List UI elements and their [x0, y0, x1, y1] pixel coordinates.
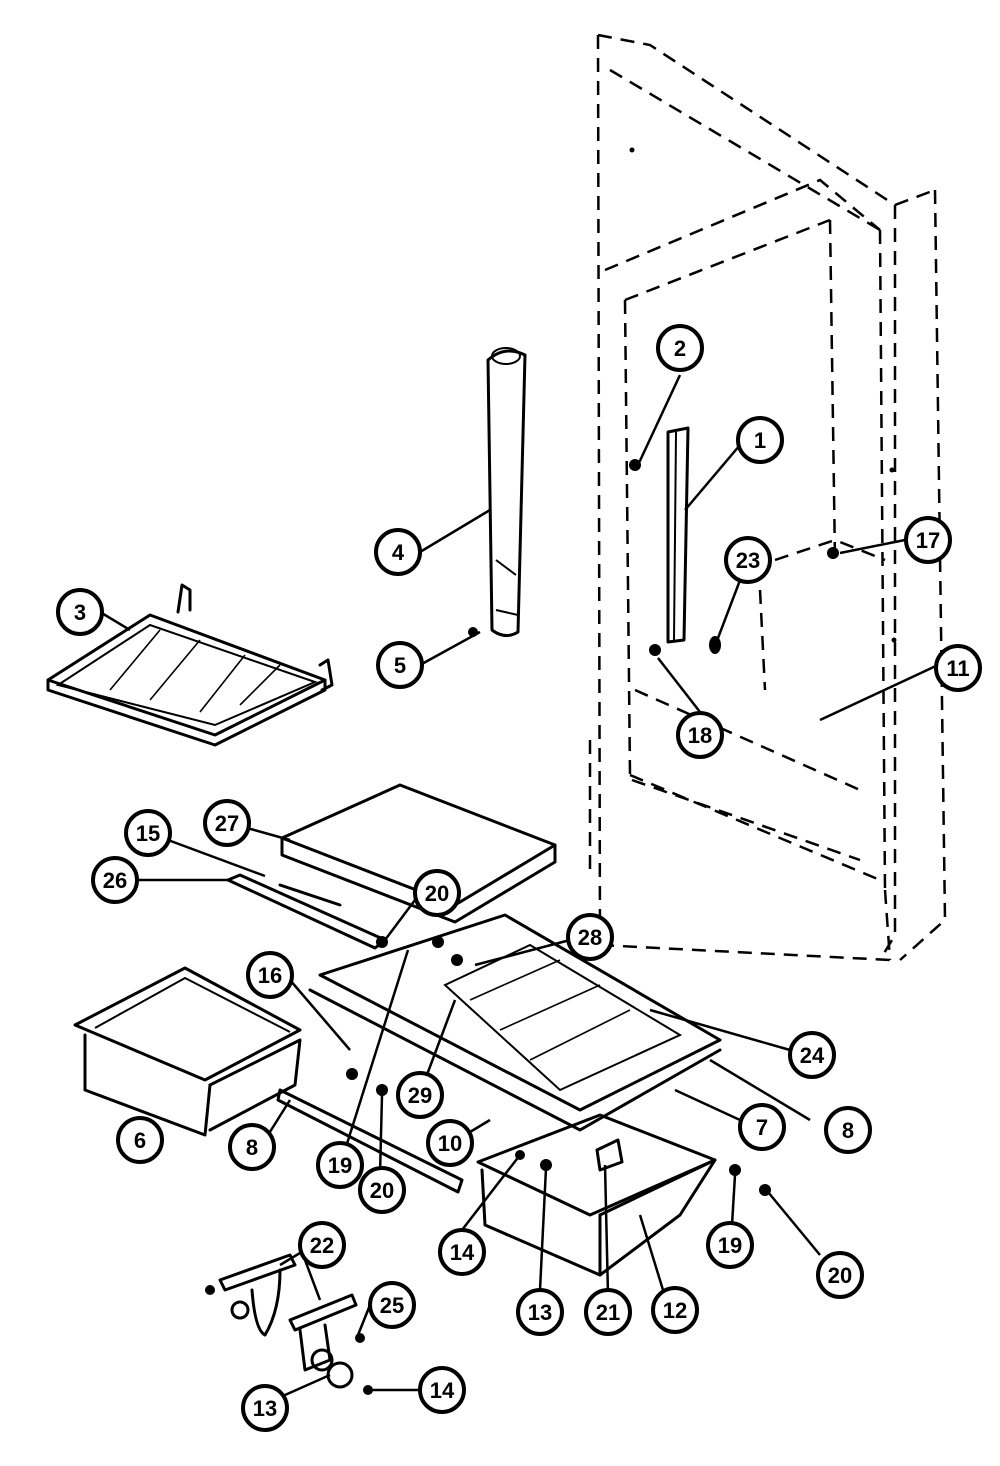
- callout-29-label: 29: [408, 1083, 432, 1108]
- callout-21-label: 21: [596, 1300, 620, 1325]
- callout-13-drawer-label: 13: [528, 1300, 552, 1325]
- callout-14-drawer-label: 14: [450, 1240, 475, 1265]
- callout-26: 26: [91, 856, 139, 904]
- callout-22: 22: [298, 1221, 346, 1269]
- callout-1-label: 1: [754, 428, 766, 453]
- callout-4-label: 4: [392, 540, 405, 565]
- callout-17-label: 17: [916, 528, 940, 553]
- vertical-shelf-rail: [666, 426, 690, 644]
- callout-2-label: 2: [674, 336, 686, 361]
- callout-24-label: 24: [800, 1043, 825, 1068]
- callout-23: 23: [724, 536, 772, 584]
- callout-20-upper: 20: [413, 869, 461, 917]
- right-crisper-drawer: [476, 1113, 717, 1277]
- callout-27-label: 27: [215, 811, 239, 836]
- callout-3-label: 3: [74, 600, 86, 625]
- callout-28: 28: [566, 913, 614, 961]
- cabinet-outline: [588, 33, 947, 962]
- air-duct: [486, 347, 527, 637]
- callout-20-left: 20: [358, 1166, 406, 1214]
- callout-19-left-label: 19: [328, 1153, 352, 1178]
- callout-8-right-label: 8: [842, 1118, 854, 1143]
- callout-13-roller-label: 13: [253, 1396, 277, 1421]
- callout-4: 4: [374, 528, 422, 576]
- callout-25: 25: [368, 1281, 416, 1329]
- callout-5: 5: [376, 641, 424, 689]
- crisper-cover: [280, 783, 557, 924]
- callout-20-right: 20: [816, 1251, 864, 1299]
- callout-8-left-label: 8: [246, 1135, 258, 1160]
- callout-11: 11: [934, 644, 982, 692]
- callout-1: 1: [736, 416, 784, 464]
- callout-3: 3: [56, 588, 104, 636]
- left-crisper-drawer: [73, 966, 302, 1137]
- callout-18: 18: [676, 711, 724, 759]
- left-drawer-rail: [276, 1088, 464, 1194]
- callout-19-right: 19: [706, 1221, 754, 1269]
- callout-17: 17: [904, 516, 952, 564]
- callout-16: 16: [246, 951, 294, 999]
- callout-29: 29: [396, 1071, 444, 1119]
- callout-11-label: 11: [946, 656, 969, 681]
- callout-21: 21: [584, 1288, 632, 1336]
- callout-14-roller-label: 14: [430, 1378, 455, 1403]
- callout-12-label: 12: [663, 1298, 687, 1323]
- wire-glass-shelf: [46, 583, 334, 747]
- callout-19-left: 19: [316, 1141, 364, 1189]
- callout-6: 6: [116, 1116, 164, 1164]
- callout-27: 27: [203, 799, 251, 847]
- callout-15: 15: [124, 809, 172, 857]
- callout-7: 7: [738, 1103, 786, 1151]
- roller-bracket-assembly: [218, 1253, 358, 1389]
- callout-26-label: 26: [103, 868, 127, 893]
- callout-16-label: 16: [258, 963, 282, 988]
- callout-6-label: 6: [134, 1128, 146, 1153]
- callout-18-label: 18: [688, 723, 712, 748]
- callout-23-label: 23: [736, 548, 760, 573]
- callout-5-label: 5: [394, 653, 406, 678]
- callout-8-right: 8: [824, 1106, 872, 1154]
- callout-10-label: 10: [438, 1131, 462, 1156]
- callout-25-label: 25: [380, 1293, 404, 1318]
- callout-14-drawer: 14: [438, 1228, 486, 1276]
- callout-24: 24: [788, 1031, 836, 1079]
- callout-8-left: 8: [228, 1123, 276, 1171]
- callout-20-right-label: 20: [828, 1263, 852, 1288]
- callout-13-roller: 13: [241, 1384, 289, 1432]
- callout-12: 12: [651, 1286, 699, 1334]
- callout-7-label: 7: [756, 1115, 768, 1140]
- callout-13-drawer: 13: [516, 1288, 564, 1336]
- callout-28-label: 28: [578, 925, 602, 950]
- callout-2: 2: [656, 324, 704, 372]
- callout-19-right-label: 19: [718, 1233, 742, 1258]
- callout-14-roller: 14: [418, 1366, 466, 1414]
- callout-15-label: 15: [136, 821, 160, 846]
- callout-10: 10: [426, 1119, 474, 1167]
- callout-20-left-label: 20: [370, 1178, 394, 1203]
- callout-22-label: 22: [310, 1233, 334, 1258]
- callout-20-upper-label: 20: [425, 881, 449, 906]
